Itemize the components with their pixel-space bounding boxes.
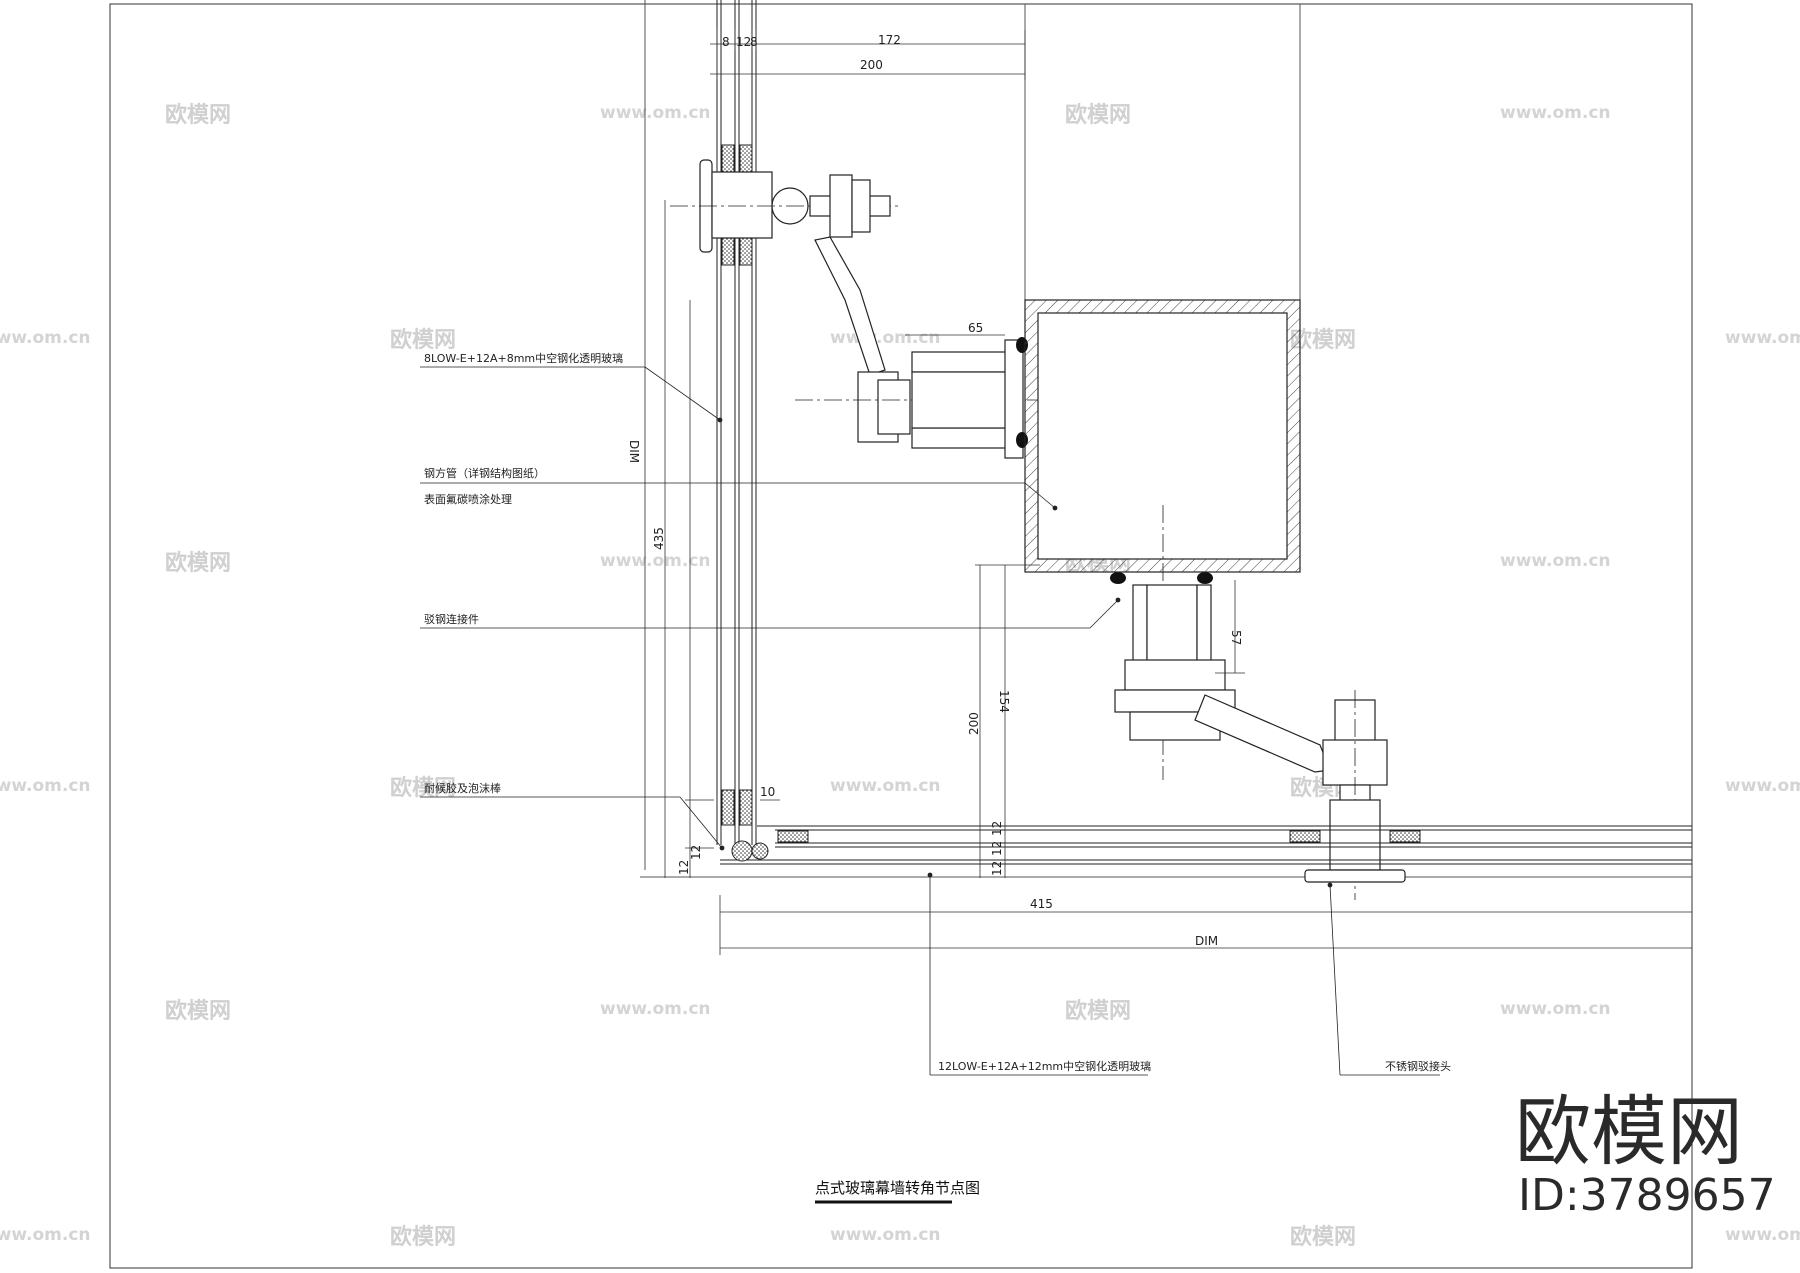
dimension-label: 8: [722, 35, 730, 49]
dimension-label: 12: [736, 35, 751, 49]
watermark-brand: 欧模网: [1290, 1224, 1356, 1250]
note-steel-tube: 钢方管（详钢结构图纸）: [424, 466, 545, 480]
dimension-label: 172: [878, 33, 901, 47]
dimension-label: 12: [677, 860, 691, 875]
watermark-brand: 欧模网: [1065, 102, 1131, 128]
watermark-url: www.om.cn: [1725, 776, 1800, 796]
watermark-layer: 欧模网 www.om.cn 欧模网 www.om.cn www.om.cn 欧模…: [0, 102, 1800, 1250]
dimension-label: 200: [967, 712, 981, 735]
note-steel-tube-finish: 表面氟碳喷涂处理: [424, 492, 512, 506]
watermark-url: www.om.cn: [600, 103, 711, 123]
watermark-brand: 欧模网: [165, 550, 231, 576]
horizontal-glass-panel: [720, 825, 1692, 865]
watermark-brand-large: 欧模网: [1515, 1087, 1743, 1176]
dimension-label: 12: [990, 821, 1004, 836]
dimension-label: 10: [760, 785, 775, 799]
drawing-frame: [109, 3, 1693, 1269]
dimension-label: DIM: [627, 440, 641, 463]
dimension-label: 154: [997, 690, 1011, 713]
dimension-label: DIM: [1195, 934, 1218, 948]
note-connector: 驳钢连接件: [424, 613, 479, 626]
annotation-notes: 8LOW-E+12A+8mm中空钢化透明玻璃 钢方管（详钢结构图纸） 表面氟碳喷…: [424, 351, 1451, 1073]
watermark-url: www.om.cn: [1725, 328, 1800, 348]
watermark-url: www.om.cn: [830, 776, 941, 796]
dimension-label: 12: [689, 845, 703, 860]
watermark-url: www.om.cn: [0, 776, 91, 796]
watermark-id: ID:3789657: [1518, 1170, 1776, 1221]
note-spider-head: 不锈钢驳接头: [1385, 1060, 1451, 1073]
watermark-brand: 欧模网: [1290, 327, 1356, 353]
watermark-brand: 欧模网: [165, 998, 231, 1024]
watermark-brand: 欧模网: [390, 327, 456, 353]
lower-spider-fitting: [1114, 584, 1406, 900]
watermark-url: www.om.cn: [0, 328, 91, 348]
watermark-brand: 欧模网: [165, 102, 231, 128]
dimension-label: 200: [860, 58, 883, 72]
dimension-label: 57: [1229, 630, 1243, 645]
watermark-url: www.om.cn: [1500, 103, 1611, 123]
watermark-url: www.om.cn: [1500, 551, 1611, 571]
dimension-label: 8: [750, 35, 758, 49]
leader-lines: [420, 366, 1440, 1076]
watermark-url: www.om.cn: [830, 328, 941, 348]
watermark-url: www.om.cn: [830, 1225, 941, 1245]
watermark-url: www.om.cn: [1725, 1225, 1800, 1245]
steel-square-tube: [1024, 299, 1301, 780]
dimension-lines: [664, 30, 1692, 955]
watermark-url: www.om.cn: [600, 551, 711, 571]
watermark-brand: 欧模网: [1065, 998, 1131, 1024]
watermark-url: www.om.cn: [600, 999, 711, 1019]
drawing-title: 点式玻璃幕墙转角节点图: [815, 1179, 980, 1197]
note-vertical-glass: 8LOW-E+12A+8mm中空钢化透明玻璃: [424, 351, 623, 365]
watermark-url: www.om.cn: [1500, 999, 1611, 1019]
dimension-label: 435: [652, 527, 666, 550]
watermark-brand: 欧模网: [390, 1224, 456, 1250]
upper-spider-fitting: [670, 159, 1060, 459]
vertical-glass-panel: [716, 0, 757, 845]
dimension-texts: 8 12 8 172 200 65 DIM 435 10 12 12 57 20…: [627, 33, 1243, 948]
dimension-label: 65: [968, 321, 983, 335]
watermark-url: www.om.cn: [0, 1225, 91, 1245]
dimension-label: 415: [1030, 897, 1053, 911]
note-horizontal-glass: 12LOW-E+12A+12mm中空钢化透明玻璃: [938, 1059, 1151, 1073]
dimension-label: 12: [990, 841, 1004, 856]
dimension-label: 12: [990, 861, 1004, 876]
note-sealant: 耐候胶及泡沫棒: [424, 781, 501, 795]
